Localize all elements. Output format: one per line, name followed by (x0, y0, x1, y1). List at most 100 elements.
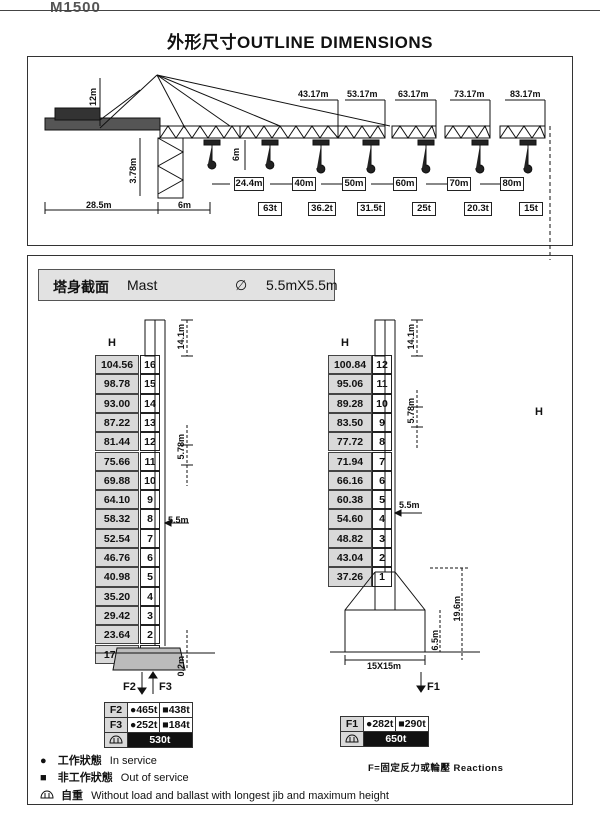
load-box-6: 15t (519, 202, 543, 216)
right-tower-drawing (330, 319, 480, 693)
out-service-value: ■290t (395, 716, 429, 732)
height-cell: 93.00 (95, 393, 139, 413)
height-cell: 66.16 (328, 470, 372, 491)
height-cell: 40.98 (95, 567, 139, 587)
force-f2-label: F2 (123, 681, 136, 693)
height-cell: 87.22 (95, 412, 139, 433)
height-cell: 75.66 (95, 451, 139, 471)
jib-length-5: 83.17m (510, 89, 541, 99)
self-weight-value: 650t (363, 731, 429, 747)
circle-bullet-icon: ● (40, 755, 47, 767)
left-force-table: F2 ●465t ■438t F3 ●252t ■184t 530t (104, 702, 193, 748)
mast-size: 5.5mX5.5m (266, 277, 338, 293)
dome-icon (340, 731, 364, 747)
left-base-dim: 0.2m (176, 656, 186, 677)
height-cell: 37.26 (328, 567, 372, 587)
mast-label-cn: 塔身截面 (53, 279, 109, 295)
height-cell: 58.32 (95, 509, 139, 529)
right-section-dim: 5.78m (406, 398, 416, 424)
dim-mast-3-78m: 3.78m (128, 158, 138, 184)
section-cell: 7 (372, 451, 392, 471)
section-cell: 2 (372, 548, 392, 568)
legend-en: Without load and ballast with longest ji… (91, 790, 389, 802)
section-cell: 3 (372, 528, 392, 548)
height-cell: 100.84 (328, 355, 372, 375)
load-box-3: 31.5t (357, 202, 385, 216)
out-service-value: ■184t (159, 717, 193, 733)
height-cell: 104.56 (95, 355, 139, 375)
crane-outline-drawing (44, 74, 551, 260)
jib-length-1: 43.17m (298, 89, 329, 99)
radius-box-5: 70m (447, 177, 471, 191)
load-box-5: 20.3t (464, 202, 492, 216)
in-service-value: ●282t (362, 716, 397, 732)
height-cell: 60.38 (328, 490, 372, 510)
table-row: 530t (104, 732, 193, 748)
page-title: 外形尺寸OUTLINE DIMENSIONS (166, 33, 433, 52)
legend-cn: 非工作狀態 (57, 772, 113, 784)
table-row: F1 ●282t ■290t (340, 716, 429, 732)
left-top-dim: 14.1m (176, 324, 186, 350)
load-box-4: 25t (412, 202, 436, 216)
section-cell: 5 (372, 490, 392, 510)
mast-label-en: Mast (127, 277, 158, 293)
in-service-value: ●465t (126, 702, 161, 718)
legend-en: In service (109, 755, 157, 767)
right-base-h-dim: 19.6m (452, 596, 462, 622)
right-base-width-dim: 15X15m (367, 661, 402, 671)
legend-en: Out of service (120, 772, 189, 784)
out-service-value: ■438t (159, 702, 193, 718)
height-cell: 43.04 (328, 548, 372, 568)
force-f1-label: F1 (427, 681, 440, 693)
height-cell: 46.76 (95, 548, 139, 568)
left-section-dim: 5.78m (176, 434, 186, 460)
table-row: F2 ●465t ■438t (104, 702, 193, 718)
height-cell: 69.88 (95, 470, 139, 491)
height-cell: 29.42 (95, 605, 139, 626)
right-top-dim: 14.1m (406, 324, 416, 350)
radius-box-6: 80m (500, 177, 524, 191)
left-h-header: H (108, 337, 116, 349)
right-h-header: H (341, 337, 349, 349)
dome-icon (40, 790, 54, 802)
load-box-2: 36.2t (308, 202, 336, 216)
total-h-label: H (535, 406, 543, 418)
left-width-dim: 5.5m (168, 515, 189, 525)
radius-box-3: 50m (342, 177, 366, 191)
model-header: M1500 (50, 0, 101, 16)
section-cell: 11 (372, 374, 392, 394)
height-cell: 89.28 (328, 393, 372, 413)
dim-counterjib: 28.5m (86, 200, 112, 210)
radius-box-2: 40m (292, 177, 316, 191)
height-cell: 77.72 (328, 432, 372, 452)
section-cell: 6 (372, 470, 392, 491)
height-cell: 95.06 (328, 374, 372, 394)
section-cell: 10 (372, 393, 392, 413)
mast-section-box: 塔身截面 Mast ∅ 5.5mX5.5m (38, 269, 338, 301)
legend-out-of-service: ■ 非工作狀態 Out of service (40, 769, 189, 785)
force-f3-label: F3 (159, 681, 172, 693)
radius-box-1: 24.4m (234, 177, 264, 191)
section-cell: 8 (372, 432, 392, 452)
table-row: 650t (340, 731, 429, 747)
dome-icon (104, 732, 128, 748)
legend-in-service: ● 工作狀態 In service (40, 752, 157, 768)
dim-base-6m: 6m (178, 200, 192, 210)
height-cell: 64.10 (95, 490, 139, 510)
jib-length-4: 73.17m (454, 89, 485, 99)
section-cell: 4 (372, 509, 392, 529)
in-service-value: ●252t (126, 717, 161, 733)
legend-cn: 工作狀態 (57, 755, 102, 767)
square-bullet-icon: ■ (40, 772, 47, 784)
dim-hook-6m: 6m (231, 148, 241, 162)
header-rule (0, 10, 600, 11)
table-row: F3 ●252t ■184t (104, 717, 193, 733)
legend-self-weight: 自重 Without load and ballast with longest… (40, 787, 389, 803)
height-cell: 83.50 (328, 412, 372, 433)
section-cell: 9 (372, 412, 392, 433)
outline-panel (27, 56, 573, 246)
force-label: F1 (340, 716, 364, 732)
height-cell: 52.54 (95, 528, 139, 548)
jib-length-3: 63.17m (398, 89, 429, 99)
